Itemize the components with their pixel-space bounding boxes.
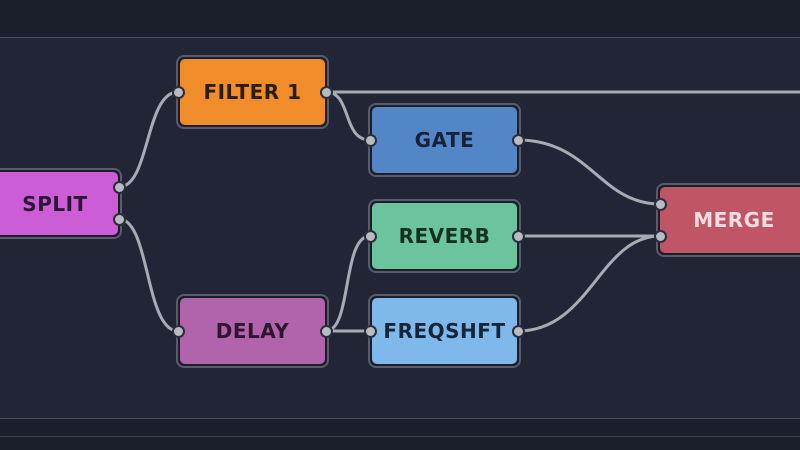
bottom-status-area <box>0 419 800 450</box>
node-delay-label: DELAY <box>215 319 290 343</box>
wire-filter1-gate <box>324 90 372 142</box>
node-delay-body: DELAY <box>180 298 325 364</box>
node-delay[interactable]: DELAY <box>176 294 329 368</box>
node-split-body: SPLIT <box>0 172 118 235</box>
port-freqshft-out[interactable] <box>512 325 525 338</box>
top-toolbar-area <box>0 0 800 37</box>
wire-split-delay <box>117 217 180 333</box>
port-delay-out[interactable] <box>320 325 333 338</box>
node-reverb-label: REVERB <box>398 224 491 248</box>
port-split-out-top[interactable] <box>113 181 126 194</box>
node-reverb-body: REVERB <box>372 203 517 269</box>
port-delay-in[interactable] <box>172 325 185 338</box>
node-merge[interactable]: MERGE <box>656 183 800 257</box>
node-merge-body: MERGE <box>660 187 800 253</box>
node-split-label: SPLIT <box>22 191 88 216</box>
node-gate-label: GATE <box>414 128 475 152</box>
port-merge-in-bottom[interactable] <box>654 230 667 243</box>
node-split[interactable]: SPLIT <box>0 168 122 239</box>
node-filter1-body: FILTER 1 <box>180 59 325 125</box>
port-merge-in-top[interactable] <box>654 198 667 211</box>
port-filter1-in[interactable] <box>172 86 185 99</box>
wire-delay-reverb <box>324 234 372 333</box>
wire-gate-merge <box>516 138 662 206</box>
port-reverb-out[interactable] <box>512 230 525 243</box>
wire-split-filter1 <box>117 90 180 189</box>
port-split-out-bottom[interactable] <box>113 213 126 226</box>
port-filter1-out[interactable] <box>320 86 333 99</box>
node-filter1-label: FILTER 1 <box>203 80 302 104</box>
node-gate[interactable]: GATE <box>368 103 521 177</box>
node-freqshft[interactable]: FREQSHFT <box>368 294 521 368</box>
wire-freqshft-merge <box>516 234 662 333</box>
node-merge-label: MERGE <box>693 208 775 232</box>
node-freqshft-body: FREQSHFT <box>372 298 517 364</box>
port-gate-in[interactable] <box>364 134 377 147</box>
node-freqshft-label: FREQSHFT <box>383 319 506 343</box>
port-reverb-in[interactable] <box>364 230 377 243</box>
port-freqshft-in[interactable] <box>364 325 377 338</box>
node-filter1[interactable]: FILTER 1 <box>176 55 329 129</box>
node-reverb[interactable]: REVERB <box>368 199 521 273</box>
bottom-divider <box>0 436 800 437</box>
node-gate-body: GATE <box>372 107 517 173</box>
port-gate-out[interactable] <box>512 134 525 147</box>
